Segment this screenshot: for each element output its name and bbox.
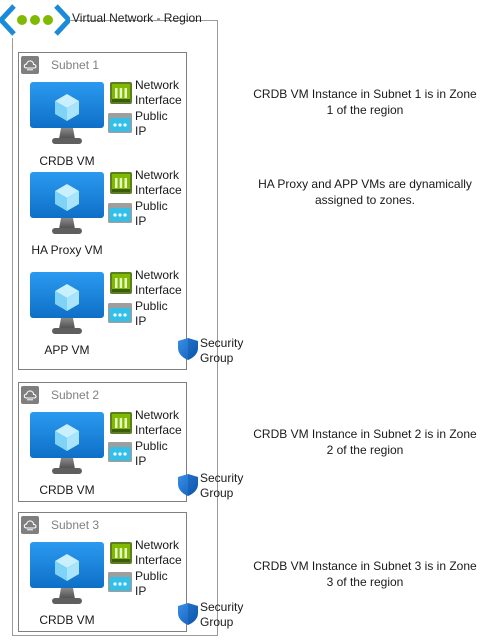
security-group-shield-icon [178, 603, 198, 625]
crdb-vm-2-label: CRDB VM [39, 483, 95, 497]
subnet-3-title: Subnet 3 [51, 518, 100, 532]
app-vm-icon [30, 272, 104, 336]
crdb-vm-2-icon [30, 412, 104, 476]
public-ip-icon [108, 303, 132, 323]
subnet-1-title: Subnet 1 [51, 58, 100, 72]
subnet-3-header: Subnet 3 [21, 516, 99, 534]
crdb-vm-3-icon [30, 542, 104, 606]
crdb-vm-1-label: CRDB VM [39, 154, 95, 168]
subnet-cloud-icon [21, 386, 39, 404]
public-ip-icon [108, 572, 132, 592]
network-interface-icon [110, 412, 132, 434]
network-interface-icon [110, 82, 132, 104]
network-interface-icon [110, 272, 132, 294]
subnet-cloud-icon [21, 56, 39, 74]
subnet-1-header: Subnet 1 [21, 56, 99, 74]
ha-proxy-vm-icon [30, 172, 104, 236]
security-group-shield-icon [178, 474, 198, 496]
crdb-vm-3-label: CRDB VM [39, 613, 95, 627]
public-ip-icon [108, 113, 132, 133]
security-group-shield-icon [178, 338, 198, 360]
public-ip-icon [108, 442, 132, 462]
network-interface-icon [110, 172, 132, 194]
ha-proxy-vm-label: HA Proxy VM [31, 243, 103, 257]
subnet-2-header: Subnet 2 [21, 386, 99, 404]
subnet-2-title: Subnet 2 [51, 388, 100, 402]
virtual-network-icon [0, 2, 70, 38]
virtual-network-title: Virtual Network - Region [72, 11, 202, 25]
crdb-vm-1-icon [30, 82, 104, 146]
app-vm-label: APP VM [44, 343, 90, 357]
subnet-cloud-icon [21, 516, 39, 534]
network-interface-icon [110, 542, 132, 564]
public-ip-icon [108, 203, 132, 223]
